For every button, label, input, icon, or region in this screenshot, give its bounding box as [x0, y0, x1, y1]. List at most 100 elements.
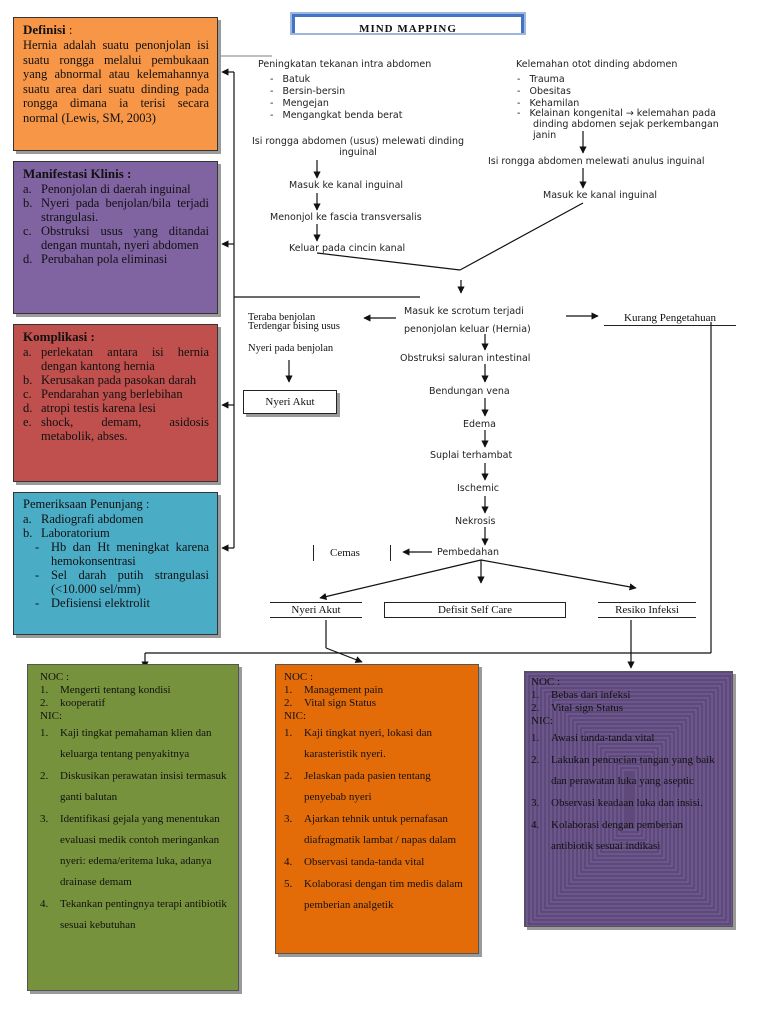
right-step-masuk-kanal: Masuk ke kanal inguinal: [543, 190, 658, 201]
title-banner: MIND MAPPING: [290, 12, 526, 35]
list-item: 2.Diskusikan perawatan insisi termasuk g…: [40, 770, 227, 803]
right-branch-heading: Kelemahan otot dinding abdomen: [516, 59, 678, 70]
noc-nic-box-pengetahuan: NOC : 1.Mengerti tentang kondisi 2.koope…: [27, 664, 239, 991]
manifestasi-list: a.Penonjolan di daerah inguinal b.Nyeri …: [23, 182, 209, 266]
nic-label: NIC:: [40, 710, 62, 722]
definisi-heading: Definisi :: [23, 22, 73, 37]
list-item: a.Penonjolan di daerah inguinal: [23, 182, 191, 196]
cause-item: - Kehamilan: [517, 98, 580, 109]
center-ischemic: Ischemic: [457, 483, 499, 494]
list-item: 3.Identifikasi gejala yang menentukan ev…: [40, 813, 220, 888]
center-obstruksi: Obstruksi saluran intestinal: [400, 353, 531, 364]
center-pembedahan: Pembedahan: [437, 547, 500, 558]
list-item: -Sel darah putih strangulasi (<10.000 se…: [35, 567, 209, 596]
noc-nic-box-infeksi: NOC : 1.Bebas dari infeksi 2.Vital sign …: [524, 671, 733, 927]
nic-list: 1.Kaji tingkat pemahaman klien dan kelua…: [40, 723, 230, 936]
cause-item: - Trauma: [517, 74, 565, 85]
list-item: 2.Lakukan pencucian tangan yang baik dan…: [531, 754, 715, 787]
left-branch-heading: Peningkatan tekanan intra abdomen: [258, 59, 432, 70]
center-bendungan: Bendungan vena: [429, 386, 510, 397]
list-item: -Defisiensi elektrolit: [35, 595, 150, 610]
cemas-label: Cemas: [330, 547, 360, 559]
center-nekrosis: Nekrosis: [455, 516, 496, 527]
noc-label: NOC :: [284, 671, 314, 683]
list-item: b.Nyeri pada benjolan/bila terjadi stran…: [23, 196, 209, 224]
nic-list: 1.Kaji tingkat nyeri, lokasi dan karaste…: [284, 723, 470, 916]
list-item: -Hb dan Ht meningkat karena hemokonsentr…: [35, 539, 209, 568]
list-item: 3.Ajarkan tehnik untuk pernafasan diafra…: [284, 813, 457, 846]
cause-item: - Mengangkat benda berat: [270, 110, 403, 121]
list-item: 4.Tekankan pentingnya terapi antibiotik …: [40, 898, 227, 931]
nic-label: NIC:: [284, 710, 306, 722]
list-item: b.Laboratorium -Hb dan Ht meningkat kare…: [23, 525, 209, 610]
list-item: c.Obstruksi usus yang ditandai dengan mu…: [23, 224, 209, 252]
lab-sublist: -Hb dan Ht meningkat karena hemokonsentr…: [23, 540, 209, 610]
list-item: d.Perubahan pola eliminasi: [23, 252, 168, 266]
cause-item: - Mengejan: [270, 98, 329, 109]
symptom-nyeri: Nyeri pada benjolan: [248, 343, 334, 354]
cause-item: - Batuk: [270, 74, 311, 85]
cemas-bracket-left: [313, 545, 316, 561]
cemas-bracket-right: [390, 545, 393, 561]
nic-label: NIC:: [531, 715, 553, 727]
pemeriksaan-list: a.Radiografi abdomen b.Laboratorium -Hb …: [23, 512, 209, 610]
noc-list: 1.Bebas dari infeksi 2.Vital sign Status: [531, 689, 726, 715]
list-item: a.perlekatan antara isi hernia dengan ka…: [23, 345, 209, 373]
nic-list: 1.Awasi tanda-tanda vital 2.Lakukan penc…: [531, 728, 726, 857]
list-item: b.Kerusakan pada pasokan darah: [23, 373, 197, 387]
list-item: c.Pendarahan yang berlebihan: [23, 387, 183, 401]
diagnosis-defisit-self-care: Defisit Self Care: [384, 602, 566, 618]
left-step-menonjol: Menonjol ke fascia transversalis: [270, 212, 422, 223]
definisi-text: Hernia adalah suatu penonjolan isi suatu…: [23, 38, 209, 125]
list-item: a.Radiografi abdomen: [23, 511, 144, 526]
diagnosis-nyeri-akut-top: Nyeri Akut: [243, 390, 337, 414]
list-item: 1.Management pain: [284, 684, 384, 696]
noc-label: NOC :: [40, 671, 70, 683]
diagnosis-kurang-pengetahuan: Kurang Pengetahuan: [604, 311, 736, 326]
pemeriksaan-box: Pemeriksaan Penunjang : a.Radiografi abd…: [13, 492, 218, 635]
list-item: 1.Mengerti tentang kondisi: [40, 684, 171, 696]
cause-item: - Kelainan kongenital → kelemahan pada d…: [517, 108, 719, 141]
komplikasi-box: Komplikasi : a.perlekatan antara isi her…: [13, 324, 218, 482]
center-penonjolan: penonjolan keluar (Hernia): [404, 324, 531, 335]
manifestasi-box: Manifestasi Klinis : a.Penonjolan di dae…: [13, 161, 218, 314]
center-masuk-scrotum: Masuk ke scrotum terjadi: [404, 306, 524, 317]
symptom-bising: Terdengar bising usus: [248, 321, 340, 332]
right-step-isi-rongga: Isi rongga abdomen melewati anulus ingui…: [488, 156, 705, 167]
symptom-teraba: Teraba benjolan: [248, 312, 316, 323]
noc-label: NOC :: [531, 676, 561, 688]
diagnosis-nyeri-akut: Nyeri Akut: [270, 602, 362, 618]
komplikasi-list: a.perlekatan antara isi hernia dengan ka…: [23, 345, 209, 443]
list-item: d.atropi testis karena lesi: [23, 401, 156, 415]
list-item: 1.Bebas dari infeksi: [531, 689, 631, 701]
left-step-keluar: Keluar pada cincin kanal: [289, 243, 406, 254]
noc-list: 1.Mengerti tentang kondisi 2.kooperatif: [40, 684, 230, 710]
left-step-isi-rongga: Isi rongga abdomen (usus) melewati dindi…: [251, 136, 465, 158]
list-item: 1.Awasi tanda-tanda vital: [531, 732, 655, 744]
pemeriksaan-heading: Pemeriksaan Penunjang :: [23, 497, 150, 511]
list-item: 3.Observasi keadaan luka dan insisi.: [531, 797, 703, 809]
komplikasi-heading: Komplikasi :: [23, 329, 95, 344]
left-step-masuk-kanal: Masuk ke kanal inguinal: [289, 180, 404, 191]
list-item: e.shock, demam, asidosis metabolik, abse…: [23, 415, 209, 443]
list-item: 5.Kolaborasi dengan tim medis dalam pemb…: [284, 878, 463, 911]
manifestasi-heading: Manifestasi Klinis :: [23, 166, 132, 181]
definisi-box: Definisi : Hernia adalah suatu penonjola…: [13, 17, 218, 151]
list-item: 2.Jelaskan pada pasien tentang penyebab …: [284, 770, 431, 803]
concentric-pattern: [526, 673, 732, 926]
noc-nic-box-nyeri: NOC : 1.Management pain 2.Vital sign Sta…: [275, 664, 479, 954]
cause-item: - Obesitas: [517, 86, 571, 97]
center-edema: Edema: [463, 419, 496, 430]
diagnosis-resiko-infeksi: Resiko Infeksi: [598, 602, 696, 618]
list-item: 1.Kaji tingkat pemahaman klien dan kelua…: [40, 727, 212, 760]
list-item: 4.Kolaborasi dengan pemberian antibiotik…: [531, 819, 683, 852]
list-item: 2.Vital sign Status: [284, 697, 377, 709]
list-item: 4.Observasi tanda-tanda vital: [284, 856, 425, 868]
list-item: 2.kooperatif: [40, 697, 106, 709]
center-suplai: Suplai terhambat: [430, 450, 513, 461]
cause-item: - Bersin-bersin: [270, 86, 346, 97]
list-item: 2.Vital sign Status: [531, 702, 624, 714]
page-title: MIND MAPPING: [295, 17, 521, 33]
list-item: 1.Kaji tingkat nyeri, lokasi dan karaste…: [284, 727, 432, 760]
